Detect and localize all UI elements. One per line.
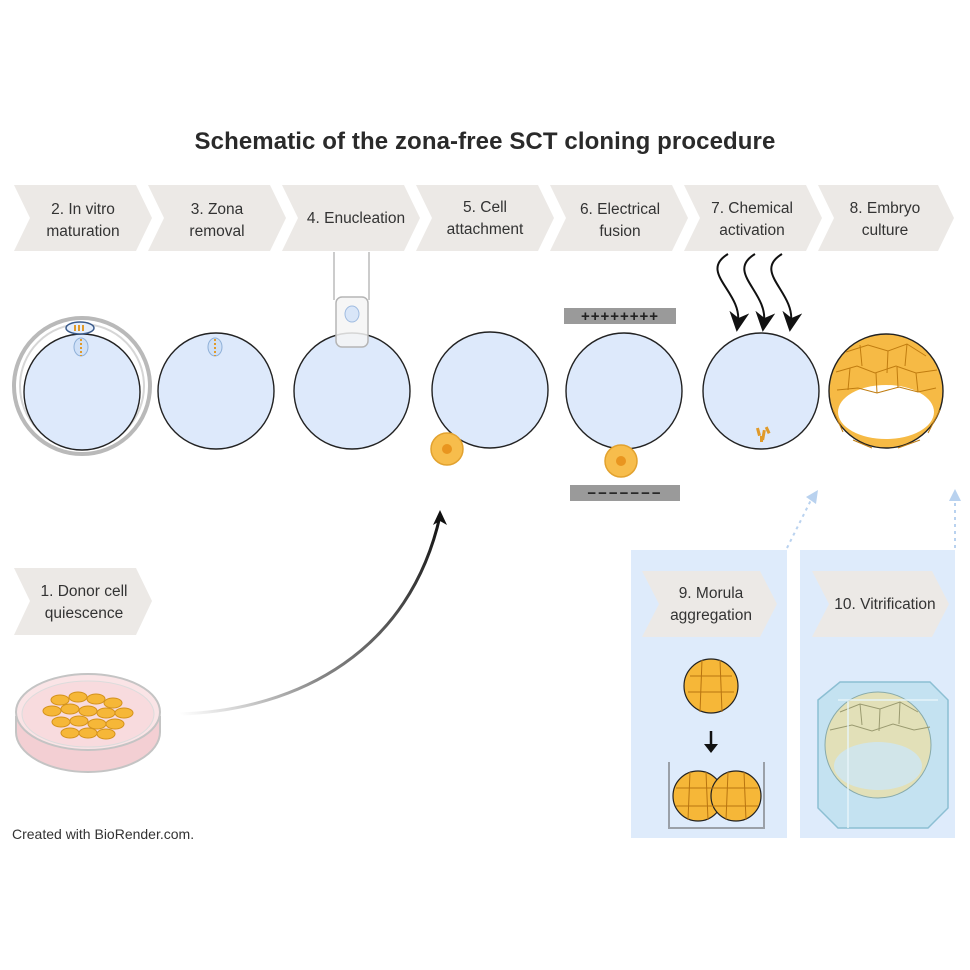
morula-link-head — [806, 490, 818, 504]
vitrification-link-head — [949, 489, 961, 501]
step-1-line1: 1. Donor cell — [40, 583, 127, 600]
step-3-line2: removal — [189, 223, 244, 240]
step-1-line2: quiescence — [45, 605, 123, 622]
step-2-line1: 2. In vitro — [51, 201, 115, 218]
oocyte-activation — [702, 253, 820, 450]
negative-electrode-label: −−−−−−− — [587, 485, 662, 502]
step-8-line1: 8. Embryo — [850, 200, 921, 217]
donor-cell — [430, 432, 464, 466]
step-9-line1: 9. Morula — [679, 585, 744, 602]
step-7-line2: activation — [719, 222, 784, 239]
oocyte-enucleation — [293, 252, 411, 450]
donor-to-attachment-arrow — [179, 515, 442, 716]
oocyte-zona-free — [157, 332, 275, 450]
positive-electrode-label: ++++++++ — [581, 308, 659, 325]
step-chevron-1: 1. Donor cell quiescence — [14, 568, 152, 635]
step-7-line1: 7. Chemical — [711, 200, 793, 217]
pronucleus-chromosomes — [755, 426, 771, 442]
aggregation-arrow — [704, 731, 718, 753]
negative-electrode — [570, 485, 680, 501]
ice-cube — [817, 681, 949, 829]
step-chevron-3: 3. Zona removal — [148, 185, 286, 251]
cultured-cells — [42, 691, 134, 740]
fusing-donor-cell — [604, 444, 638, 478]
step-6-line2: fusion — [599, 223, 640, 240]
aggregation-well — [668, 762, 765, 829]
step-8-line2: culture — [862, 222, 909, 239]
polar-body-chromosomes — [74, 325, 84, 331]
donor-arrow-head — [433, 510, 447, 525]
vitrification-panel: 10. Vitrification — [800, 550, 955, 838]
step-chevron-4: 4. Enucleation — [282, 185, 420, 251]
oocyte-fusion: ++++++++ −−−−−−− — [564, 308, 683, 502]
step-chevron-7: 7. Chemical activation — [684, 185, 822, 251]
step-2-line2: maturation — [46, 223, 119, 240]
enucleation-pipette — [333, 252, 370, 348]
step-chevron-2: 2. In vitro maturation — [14, 185, 152, 251]
diagram-title: Schematic of the zona-free SCT cloning p… — [194, 128, 776, 155]
oocyte-attachment — [430, 331, 549, 466]
morula-panel: 9. Morula aggregation — [631, 550, 787, 838]
morula-single — [683, 658, 739, 714]
step-chevron-5: 5. Cell attachment — [416, 185, 554, 251]
step-3-line1: 3. Zona — [191, 201, 244, 218]
step-5-line2: attachment — [447, 221, 524, 238]
step-9-line2: aggregation — [670, 607, 752, 624]
step-6-line1: 6. Electrical — [580, 201, 660, 218]
activation-arrows — [716, 253, 803, 332]
oocyte-maturation — [12, 316, 152, 456]
credit-text: Created with BioRender.com. — [12, 826, 195, 842]
step-4-line1: 4. Enucleation — [307, 210, 405, 227]
step-5-line1: 5. Cell — [463, 199, 507, 216]
positive-electrode — [564, 308, 676, 324]
step-chevron-8: 8. Embryo culture — [818, 185, 954, 251]
blastocyst — [828, 333, 944, 449]
morula-to-culture-link — [786, 497, 813, 549]
step-chevron-6: 6. Electrical fusion — [550, 185, 688, 251]
step-10-line1: 10. Vitrification — [834, 596, 935, 613]
petri-dish — [15, 673, 161, 773]
